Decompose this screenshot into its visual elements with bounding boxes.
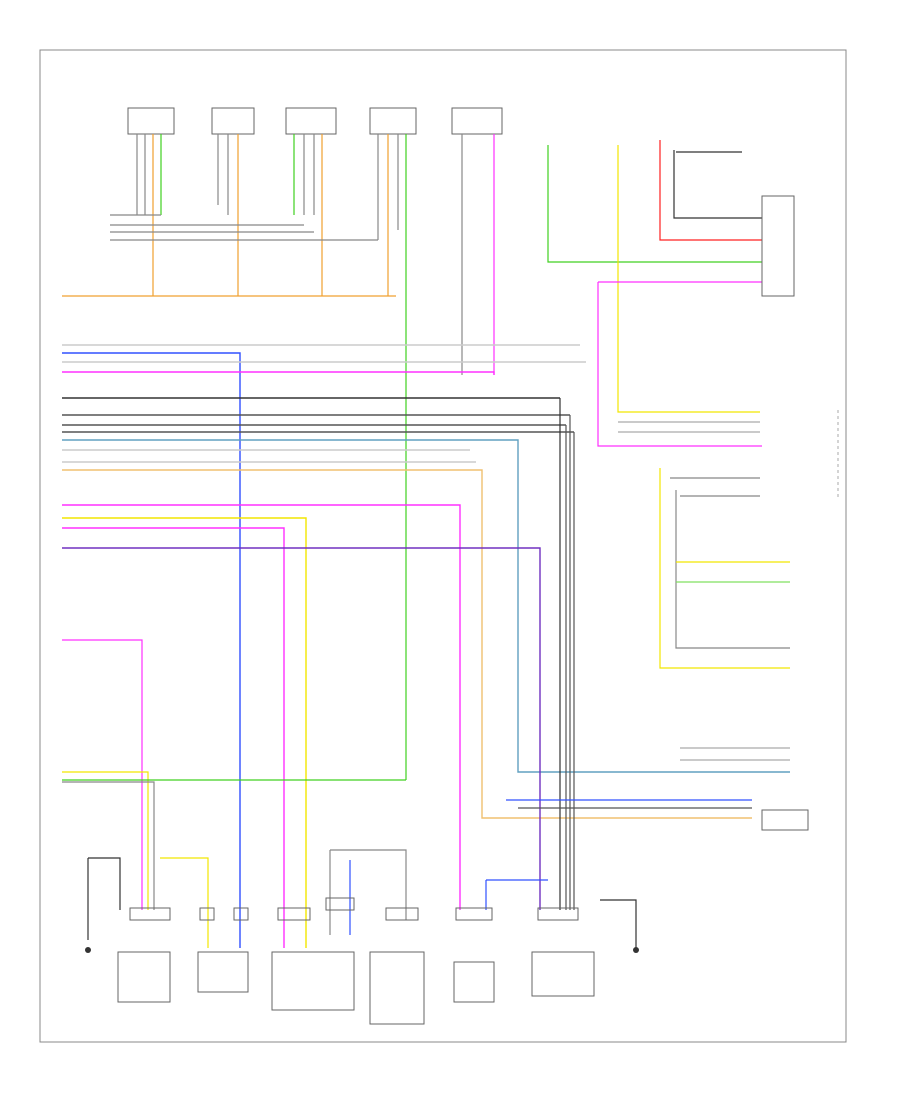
connector-2: [211, 107, 255, 135]
top-wires: [62, 134, 495, 780]
bottom-components: [85, 809, 809, 1025]
bus-verticals: [485, 398, 752, 910]
main-bus: [62, 344, 790, 948]
connector-pins: [129, 897, 579, 921]
component-g: [761, 809, 809, 831]
component-f: [531, 951, 595, 997]
component-b: [197, 951, 249, 993]
component-e: [453, 961, 495, 1003]
ground-symbol-2: [633, 947, 639, 953]
connector-1: [127, 107, 175, 135]
connector-5: [451, 107, 503, 135]
engine-control-module-top: [761, 195, 795, 297]
component-a: [117, 951, 171, 1003]
ground-symbol: [85, 947, 91, 953]
top-connector-row: [127, 107, 503, 135]
connector-3: [285, 107, 337, 135]
diagram-frame: [39, 49, 847, 1043]
right-top-wires: [547, 140, 762, 447]
right-side-sensors: [618, 421, 790, 761]
component-c: [271, 951, 355, 1011]
connector-4: [369, 107, 417, 135]
lower-left-wires: [62, 639, 637, 948]
component-d: [369, 951, 425, 1025]
